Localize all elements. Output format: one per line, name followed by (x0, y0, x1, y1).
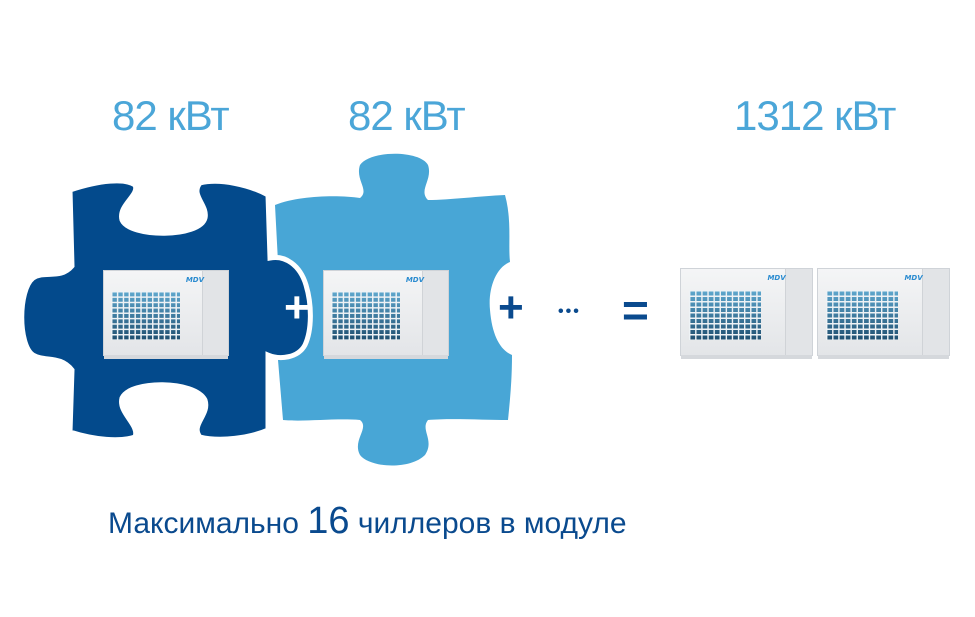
fan-grid (111, 291, 180, 340)
chiller-unit: MDV (817, 268, 950, 359)
brand-logo: MDV (405, 276, 425, 285)
unit-side (921, 269, 949, 355)
unit-base (104, 355, 228, 359)
fan-grid (331, 291, 400, 340)
fan-grid (688, 289, 761, 340)
max-chiller-count: 16 (307, 500, 350, 542)
chiller-unit: MDV (680, 268, 813, 359)
brand-logo: MDV (767, 274, 786, 283)
brand-logo: MDV (904, 274, 923, 283)
unit-base (324, 355, 448, 359)
ellipsis: ••• (558, 303, 581, 320)
unit-base (818, 355, 949, 359)
unit-side (422, 271, 448, 355)
total-capacity: 1312 кВт (734, 92, 896, 139)
unit-side (202, 271, 228, 355)
chiller-unit: MDV (323, 270, 449, 359)
brand-logo: MDV (185, 276, 205, 285)
unit-side (784, 269, 812, 355)
plus-sign: + (498, 283, 524, 332)
unit1-capacity: 82 кВт (112, 92, 230, 139)
plus-sign: + (284, 283, 310, 332)
unit2-capacity: 82 кВт (348, 92, 466, 139)
equals-sign: = (622, 284, 649, 336)
chiller-unit: MDV (103, 270, 229, 359)
footer-text: Максимально (108, 507, 308, 540)
fan-grid (825, 289, 898, 340)
unit-base (681, 355, 812, 359)
footer-text: чиллеров в модуле (349, 507, 627, 540)
footer-caption: Максимально 16 чиллеров в модуле (108, 500, 627, 543)
